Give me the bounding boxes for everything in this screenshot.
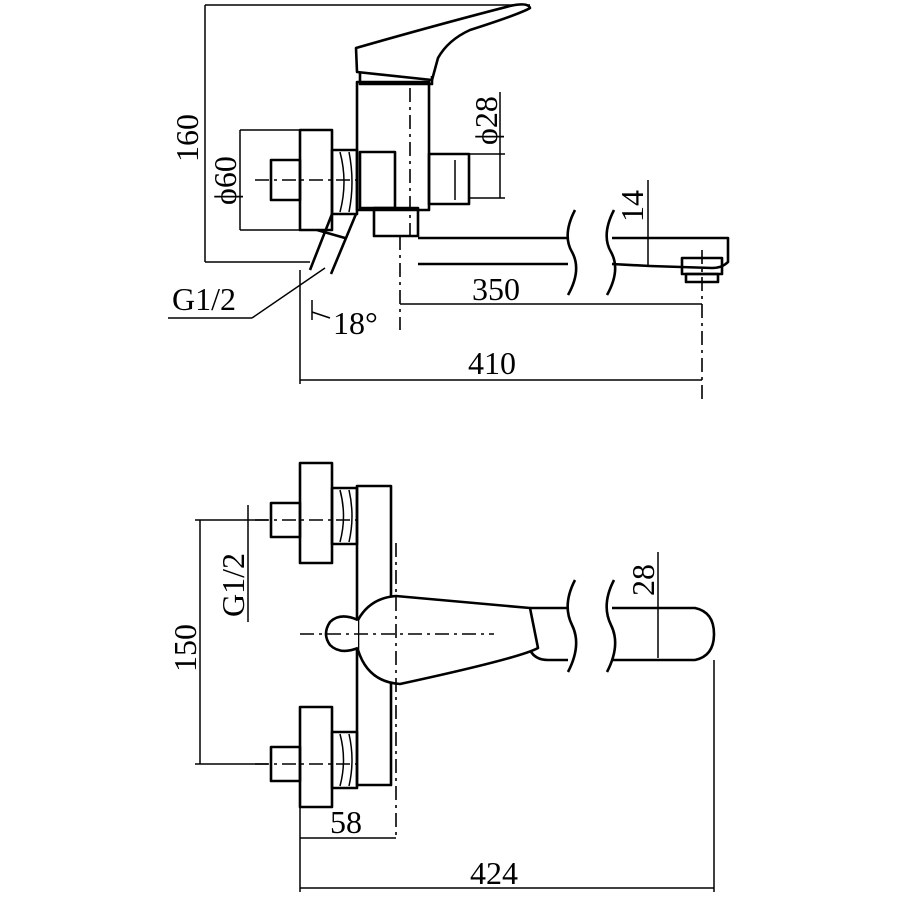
top-inlet-nut	[330, 486, 359, 546]
lever-handle	[354, 3, 532, 82]
thread-leader-side: G1/2	[168, 267, 326, 319]
total-length-label-side: 410	[468, 345, 516, 381]
inlet-connector	[269, 158, 302, 202]
total-length-dimension-plan: 424	[300, 660, 715, 892]
flange-diameter-dimension: ϕ60	[207, 129, 300, 231]
spout-length-label: 350	[472, 271, 520, 307]
diverter-button	[427, 152, 471, 206]
side-view: 160 ϕ60 ϕ28	[168, 3, 730, 400]
inlet-spacing-dimension: 150	[167, 519, 268, 765]
nut-shading	[339, 151, 353, 213]
height-dimension-label: 160	[169, 114, 205, 162]
lever-hub	[324, 615, 359, 653]
inlet-spacing-label: 150	[167, 624, 203, 672]
top-inlet-connector	[269, 501, 302, 539]
total-length-label-plan: 424	[470, 855, 518, 891]
body-bar	[355, 484, 393, 787]
thread-label-side: G1/2	[172, 281, 236, 317]
eccentric-connector	[308, 213, 358, 275]
spout-length-dimension: 350	[400, 271, 702, 307]
diverter-diameter-label: ϕ28	[468, 96, 504, 145]
diverter-diameter-dimension: ϕ28	[468, 92, 505, 199]
plan-view: 150 G1/2 28 58 424	[167, 461, 716, 892]
spout-width-dimension: 28	[625, 552, 661, 658]
top-flange	[298, 461, 334, 565]
spout-plan	[528, 606, 716, 662]
valve-body	[355, 80, 431, 212]
body-outlet	[372, 206, 420, 238]
lever-plan	[356, 594, 540, 686]
spout-plan-break	[566, 579, 617, 673]
angle-dimension: 18°	[311, 300, 378, 341]
height-dimension: 160	[169, 4, 530, 263]
thread-leader-plan: G1/2	[215, 505, 251, 622]
bottom-inlet-nut	[330, 730, 359, 790]
bottom-flange	[298, 705, 334, 809]
spout-height-label: 14	[614, 190, 650, 222]
angle-label: 18°	[333, 305, 378, 341]
bottom-inlet-connector	[269, 745, 302, 783]
total-length-dimension-side: 410	[299, 270, 702, 384]
flange-diameter-label: ϕ60	[207, 156, 243, 205]
body-offset-dimension: 58	[299, 804, 396, 892]
body-collar	[358, 150, 397, 210]
thread-label-plan: G1/2	[215, 553, 251, 617]
body-offset-label: 58	[330, 804, 362, 840]
spout-height-dimension: 14	[614, 180, 650, 266]
spout-width-label: 28	[625, 564, 661, 596]
spout-break	[566, 209, 617, 296]
